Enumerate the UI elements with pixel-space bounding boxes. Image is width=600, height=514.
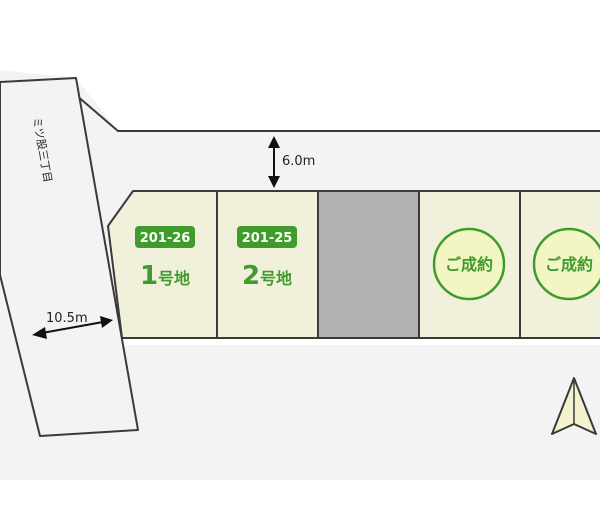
lot-2-number-badge — [237, 226, 297, 248]
main-road-north-edge — [75, 94, 600, 132]
lot-2-name: 2号地 — [242, 261, 292, 291]
lot-2-label: 201-25 2号地 — [237, 226, 297, 291]
sold-badge-1: ご成約 — [432, 227, 506, 301]
lot-1-number-badge — [135, 226, 195, 248]
main-road-width-label: 6.0m — [282, 154, 315, 169]
north-arrow-icon — [551, 377, 597, 435]
lot-2-suffix: 号地 — [260, 269, 292, 288]
sold-badge-1-label: ご成約 — [445, 255, 493, 274]
main-road — [0, 70, 600, 480]
main-road-width-dimension: 6.0m — [268, 136, 315, 188]
lot-1-digit: 1 — [140, 261, 158, 291]
driveway — [317, 190, 420, 339]
lot-1-label: 201-26 1号地 — [135, 226, 195, 291]
lot-1-suffix: 号地 — [158, 269, 190, 288]
sold-badge-2-label: ご成約 — [545, 255, 593, 274]
sold-badge-2: ご成約 — [532, 227, 600, 301]
lot-1-number: 201-26 — [140, 231, 191, 246]
lot-2-digit: 2 — [242, 261, 260, 291]
lot-2-number: 201-25 — [242, 231, 293, 246]
lot-2 — [216, 190, 319, 339]
side-road-width-label: 10.5m — [46, 311, 88, 326]
side-road — [0, 77, 139, 437]
lot-1 — [107, 190, 218, 339]
side-road-width-dimension: 10.5m — [32, 311, 113, 339]
lot-1-name: 1号地 — [140, 261, 190, 291]
